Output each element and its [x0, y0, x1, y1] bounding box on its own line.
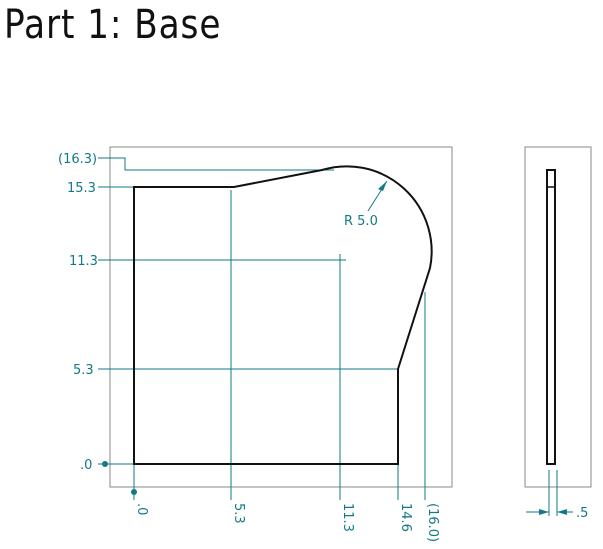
origin-dot-icon — [131, 489, 137, 495]
dim-label-0-y: .0 — [80, 458, 92, 473]
dim-label-14-6-x: 14.6 — [398, 503, 413, 532]
dim-label-5-3-x: 5.3 — [231, 503, 246, 524]
thickness-arrowhead-right — [557, 509, 567, 515]
side-profile — [546, 169, 556, 465]
dim-label-16-3: (16.3) — [58, 152, 97, 167]
dim-label-15-3: 15.3 — [67, 181, 96, 196]
dim-label-5-3: 5.3 — [73, 363, 94, 378]
origin-dot-icon — [102, 461, 108, 467]
radius-arrowhead — [378, 181, 387, 191]
front-view-frame — [109, 146, 453, 488]
dim-label-16-0-x: (16.0) — [425, 503, 440, 542]
thickness-label: .5 — [576, 506, 588, 521]
radius-label: R 5.0 — [344, 214, 378, 229]
thickness-arrowhead-left — [539, 509, 549, 515]
drawing-title: Part 1: Base — [4, 2, 222, 48]
dimension-lines — [98, 157, 573, 516]
dimension-arrowheads — [378, 181, 567, 515]
dim-label-11-3-x: 11.3 — [340, 503, 355, 532]
dim-label-11-3: 11.3 — [69, 254, 98, 269]
dim-label-0-x: .0 — [134, 503, 149, 515]
side-view-frame — [524, 146, 592, 488]
dim-line-16-3 — [98, 157, 334, 171]
part-outline — [133, 165, 433, 465]
